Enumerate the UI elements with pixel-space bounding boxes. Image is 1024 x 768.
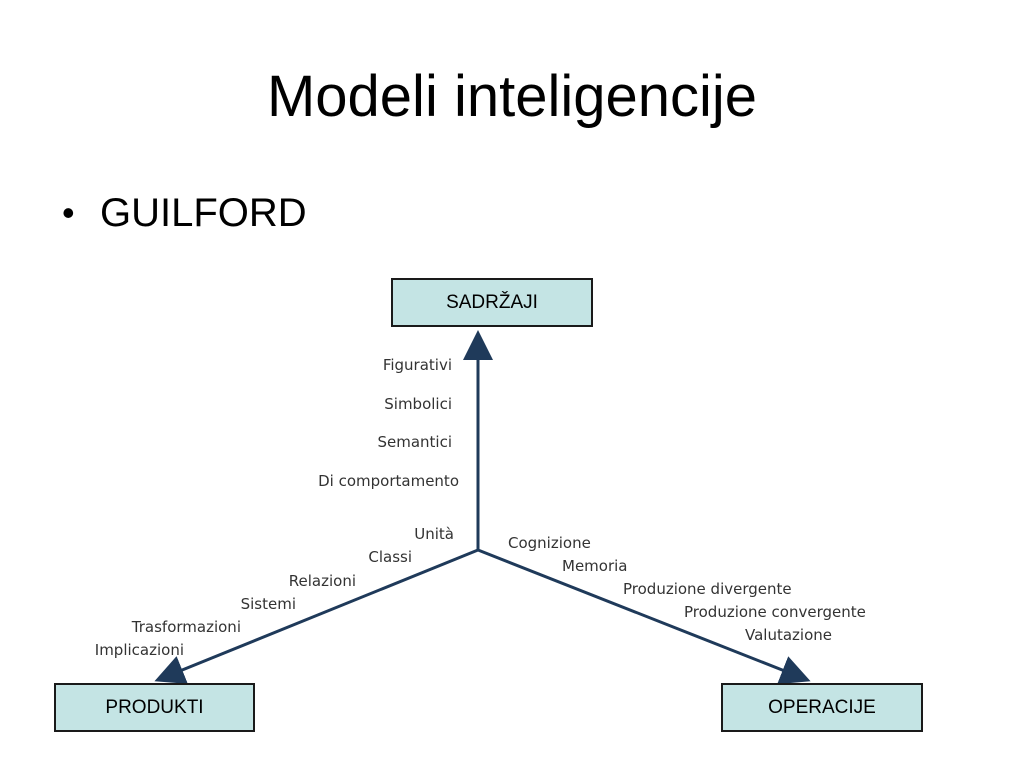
products-box: PRODUKTI [54, 683, 255, 732]
operation-label-divergente: Produzione divergente [623, 580, 792, 598]
product-label-implicazioni: Implicazioni [94, 641, 184, 659]
operation-label-memoria: Memoria [562, 557, 628, 575]
operation-label-convergente: Produzione convergente [684, 603, 866, 621]
bullet-text: GUILFORD [100, 191, 307, 235]
product-label-relazioni: Relazioni [288, 572, 356, 590]
bullet-dot-icon: • [62, 192, 75, 233]
product-label-classi: Classi [368, 548, 412, 566]
product-label-trasformazioni: Trasformazioni [131, 618, 241, 636]
contents-box: SADRŽAJI [391, 278, 593, 327]
bullet-item: • GUILFORD [62, 188, 307, 238]
content-label-semantici: Semantici [377, 433, 452, 451]
product-label-sistemi: Sistemi [240, 595, 296, 613]
axis-arrow-products [154, 548, 479, 684]
operation-label-cognizione: Cognizione [508, 534, 591, 552]
content-label-comportamento: Di comportamento [318, 472, 459, 490]
axis-arrow-operations [477, 548, 811, 685]
slide-title: Modeli inteligencije [266, 64, 758, 129]
product-label-unita: Unità [414, 525, 454, 543]
operation-label-valutazione: Valutazione [745, 626, 832, 644]
content-label-figurativi: Figurativi [382, 356, 452, 374]
bullet-list: • GUILFORD [62, 188, 307, 238]
operations-box: OPERACIJE [721, 683, 923, 732]
content-label-simbolici: Simbolici [384, 395, 452, 413]
